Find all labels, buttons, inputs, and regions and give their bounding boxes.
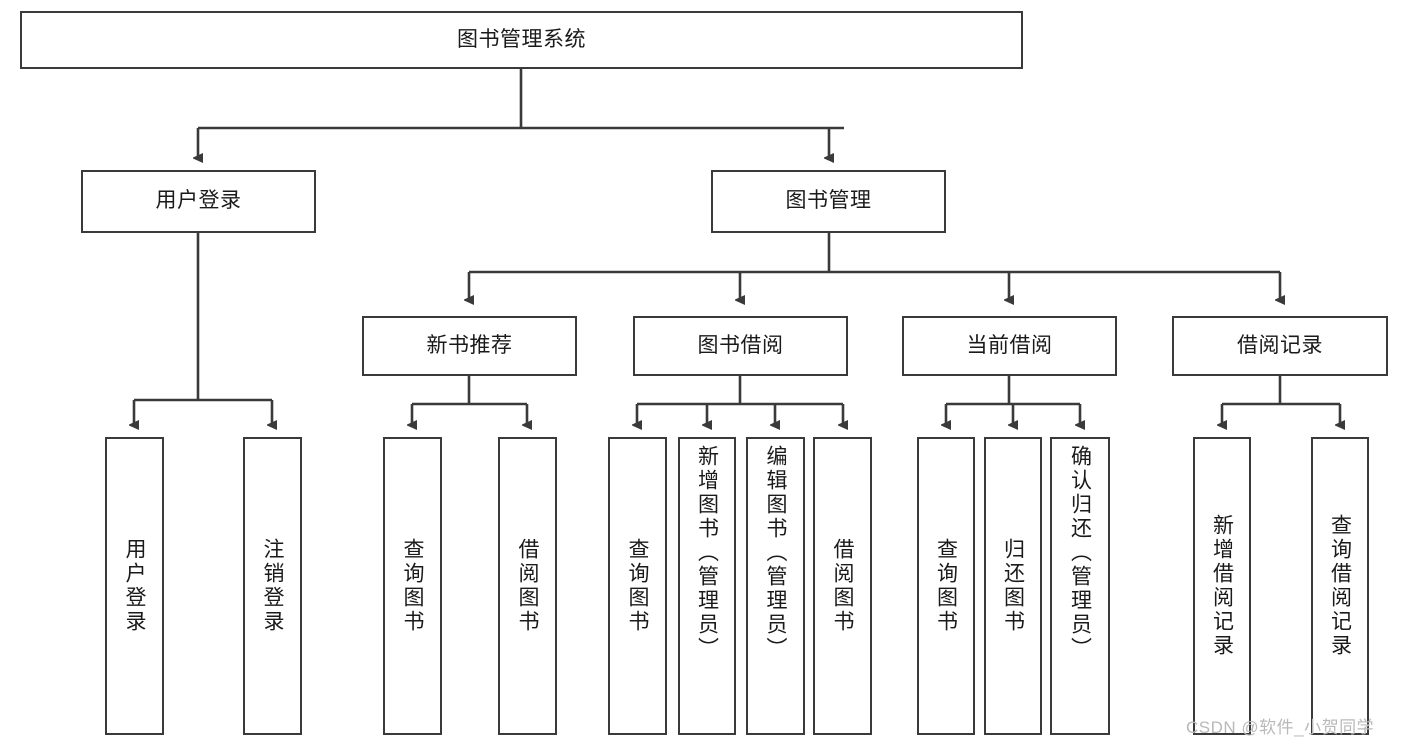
watermark: CSDN @软件_小贺同学 [1186,718,1375,737]
node-leaf-edit-book-label: 编辑图书（管理员） [764,445,787,661]
node-borrow-record[interactable]: 借阅记录 [1172,316,1388,376]
node-leaf-add-book-label: 新增图书（管理员） [695,445,719,661]
node-leaf-user-login-label: 用户登录 [123,538,146,634]
node-leaf-borrow-book-1-label: 借阅图书 [516,538,539,634]
node-leaf-confirm-return[interactable]: 确认归还（管理员） [1050,437,1110,735]
node-leaf-return-book-label: 归还图书 [1001,538,1025,634]
node-root-label: 图书管理系统 [457,27,586,51]
node-leaf-add-record[interactable]: 新增借阅记录 [1193,437,1251,735]
node-leaf-borrow-book-2-label: 借阅图书 [831,538,854,634]
node-root[interactable]: 图书管理系统 [20,11,1023,69]
node-leaf-query-book-1[interactable]: 查询图书 [383,437,442,735]
node-leaf-logout-label: 注销登录 [261,538,284,634]
node-borrow-record-label: 借阅记录 [1237,333,1323,357]
node-leaf-borrow-book-2[interactable]: 借阅图书 [813,437,872,735]
node-leaf-query-record-label: 查询借阅记录 [1328,514,1352,658]
node-user-login-label: 用户登录 [155,189,242,213]
node-new-book-rec-label: 新书推荐 [426,333,513,357]
node-leaf-add-record-label: 新增借阅记录 [1210,514,1234,658]
node-book-manage[interactable]: 图书管理 [711,170,946,233]
node-leaf-user-login[interactable]: 用户登录 [105,437,164,735]
node-current-borrow[interactable]: 当前借阅 [902,316,1117,376]
node-leaf-query-book-1-label: 查询图书 [401,538,424,634]
node-current-borrow-label: 当前借阅 [966,333,1053,357]
node-leaf-query-book-2[interactable]: 查询图书 [608,437,667,735]
node-leaf-edit-book[interactable]: 编辑图书（管理员） [746,437,805,735]
node-leaf-return-book[interactable]: 归还图书 [984,437,1042,735]
node-leaf-query-book-3-label: 查询图书 [934,538,958,634]
node-new-book-rec[interactable]: 新书推荐 [362,316,577,376]
node-leaf-logout[interactable]: 注销登录 [243,437,302,735]
node-leaf-query-book-2-label: 查询图书 [626,538,649,634]
node-leaf-query-record[interactable]: 查询借阅记录 [1311,437,1369,735]
node-leaf-confirm-return-label: 确认归还（管理员） [1068,445,1092,661]
node-leaf-add-book[interactable]: 新增图书（管理员） [678,437,736,735]
node-book-borrow-label: 图书借阅 [697,333,784,357]
node-user-login[interactable]: 用户登录 [81,170,316,233]
node-book-borrow[interactable]: 图书借阅 [633,316,848,376]
node-leaf-query-book-3[interactable]: 查询图书 [917,437,975,735]
node-leaf-borrow-book-1[interactable]: 借阅图书 [498,437,557,735]
node-book-manage-label: 图书管理 [785,189,872,213]
